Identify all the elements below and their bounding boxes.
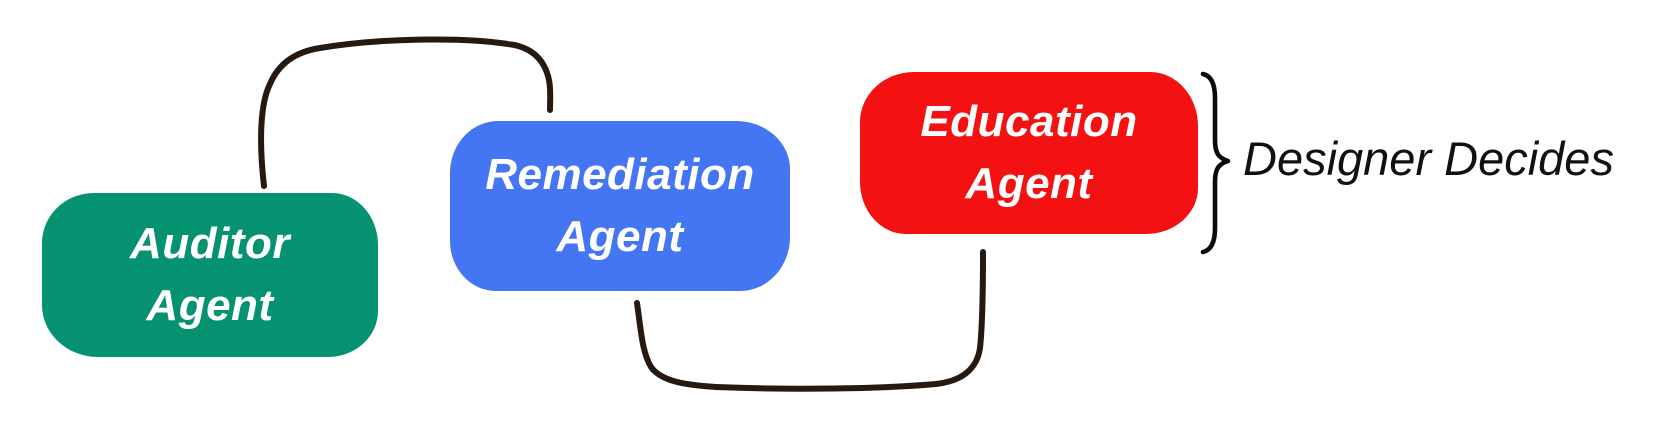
node-remediation-agent-label: Remediation Agent: [485, 149, 755, 261]
node-remediation-agent: Remediation Agent: [450, 121, 790, 291]
annotation-designer-decides: Designer Decides: [1243, 132, 1614, 185]
node-auditor-agent-label: Auditor Agent: [130, 218, 290, 330]
node-education-agent: Education Agent: [860, 72, 1198, 234]
connector-auditor-to-remediation: [258, 36, 554, 189]
connector-remediation-to-education: [634, 249, 986, 392]
node-education-agent-label: Education Agent: [920, 96, 1138, 208]
node-auditor-agent: Auditor Agent: [42, 193, 378, 357]
brace-icon: [1200, 71, 1231, 255]
